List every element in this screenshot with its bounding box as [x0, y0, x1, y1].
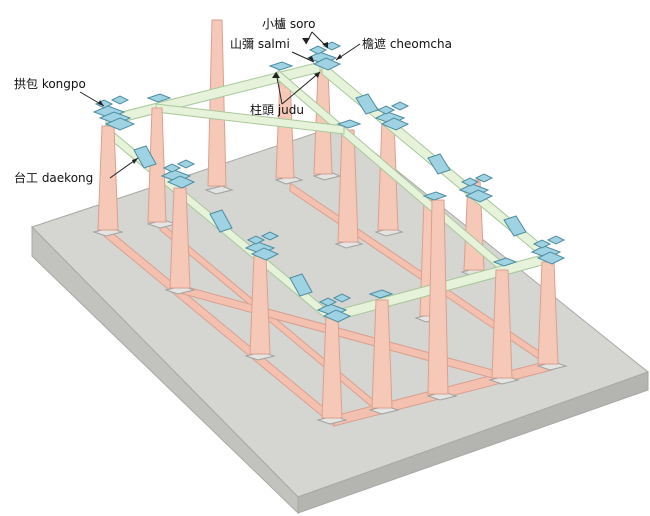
label-cheomcha: 檐遮 cheomcha: [362, 36, 452, 51]
label-judu: 柱頭 judu: [250, 102, 304, 117]
bracket-cluster: [530, 235, 566, 265]
bracket-kongpo-corner: [92, 95, 136, 131]
front-posts: [92, 107, 568, 425]
judu-caps: [146, 61, 518, 299]
label-kongpo: 拱包 kongpo: [14, 77, 86, 91]
label-salmi: 山彌 salmi: [230, 37, 290, 51]
bracket-clusters: [92, 41, 566, 323]
label-daekong: 台工 daekong: [14, 170, 93, 185]
bracket-cluster: [316, 293, 352, 323]
label-soro: 小櫨 soro: [262, 16, 315, 31]
bracket-cluster: [374, 101, 410, 131]
bracket-cluster: [244, 231, 280, 261]
bracket-cluster: [160, 159, 196, 189]
daekong-blocks: [133, 93, 527, 297]
bracket-cluster: [458, 173, 494, 203]
platform-right-face: [297, 371, 649, 514]
annotations: 小櫨 soro 山彌 salmi 檐遮 cheomcha 柱頭 judu 拱包 …: [14, 16, 452, 185]
leader-arrowheads: [98, 38, 342, 164]
post: [97, 107, 559, 419]
